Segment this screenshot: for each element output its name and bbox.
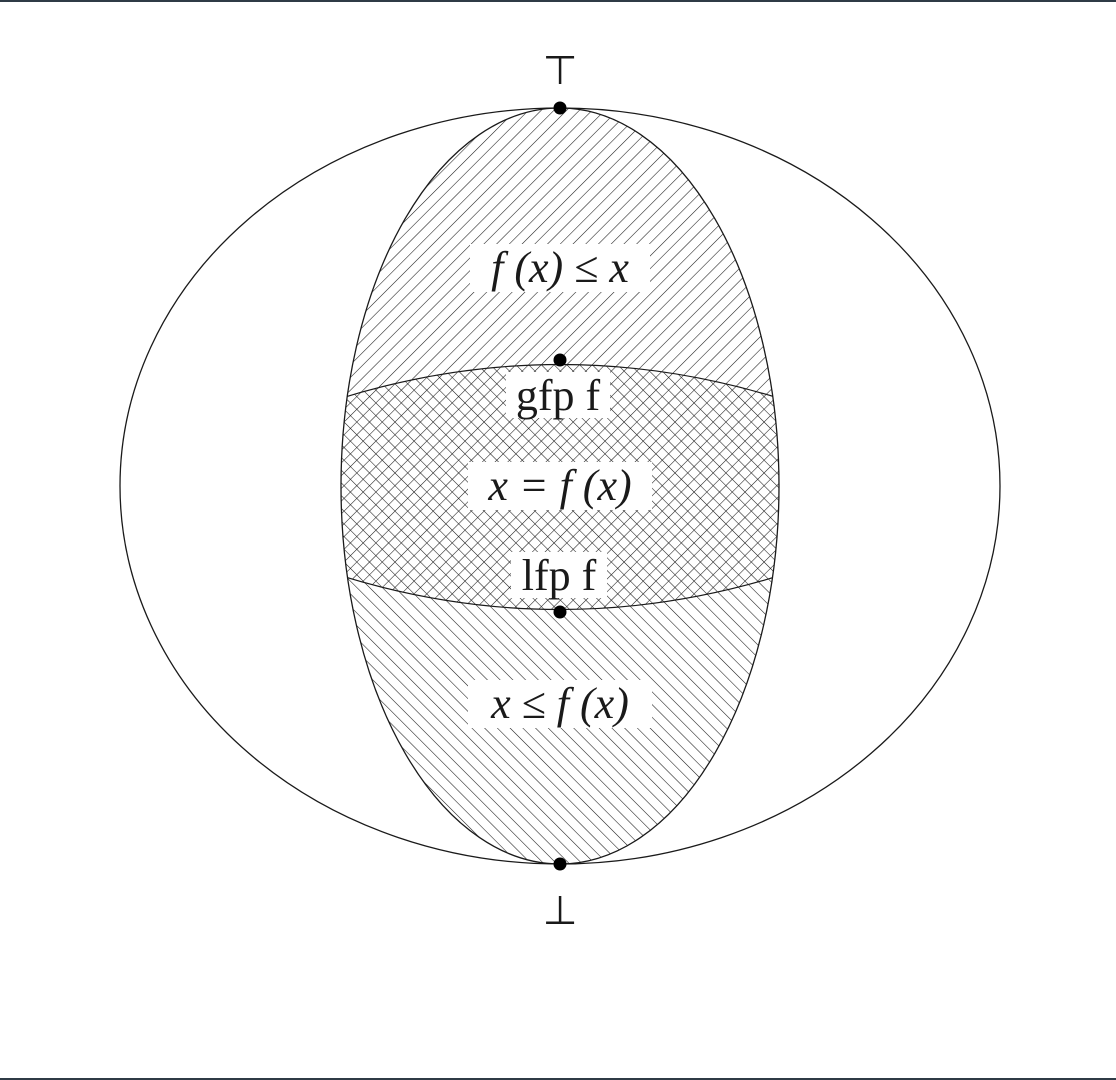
top-symbol: ⊤ — [543, 48, 578, 94]
top-point — [553, 101, 567, 115]
fixed-points-label: x = f (x) — [487, 461, 631, 510]
label-bg-postfixed — [468, 680, 652, 728]
lfp-point — [553, 605, 567, 619]
gfp-label: gfp f — [516, 371, 601, 420]
gfp-point — [553, 353, 567, 367]
label-bg-gfp — [506, 372, 610, 418]
bottom-point — [553, 857, 567, 871]
lfp-label: lfp f — [522, 551, 597, 600]
prefixed-points-label: f (x) ≤ x — [491, 243, 629, 292]
label-bg-prefixed — [470, 244, 650, 292]
label-bg-fixed — [468, 462, 652, 510]
label-bg-lfp — [511, 552, 607, 598]
postfixed-points-label: x ≤ f (x) — [490, 679, 629, 728]
bottom-symbol: ⊥ — [543, 888, 578, 934]
